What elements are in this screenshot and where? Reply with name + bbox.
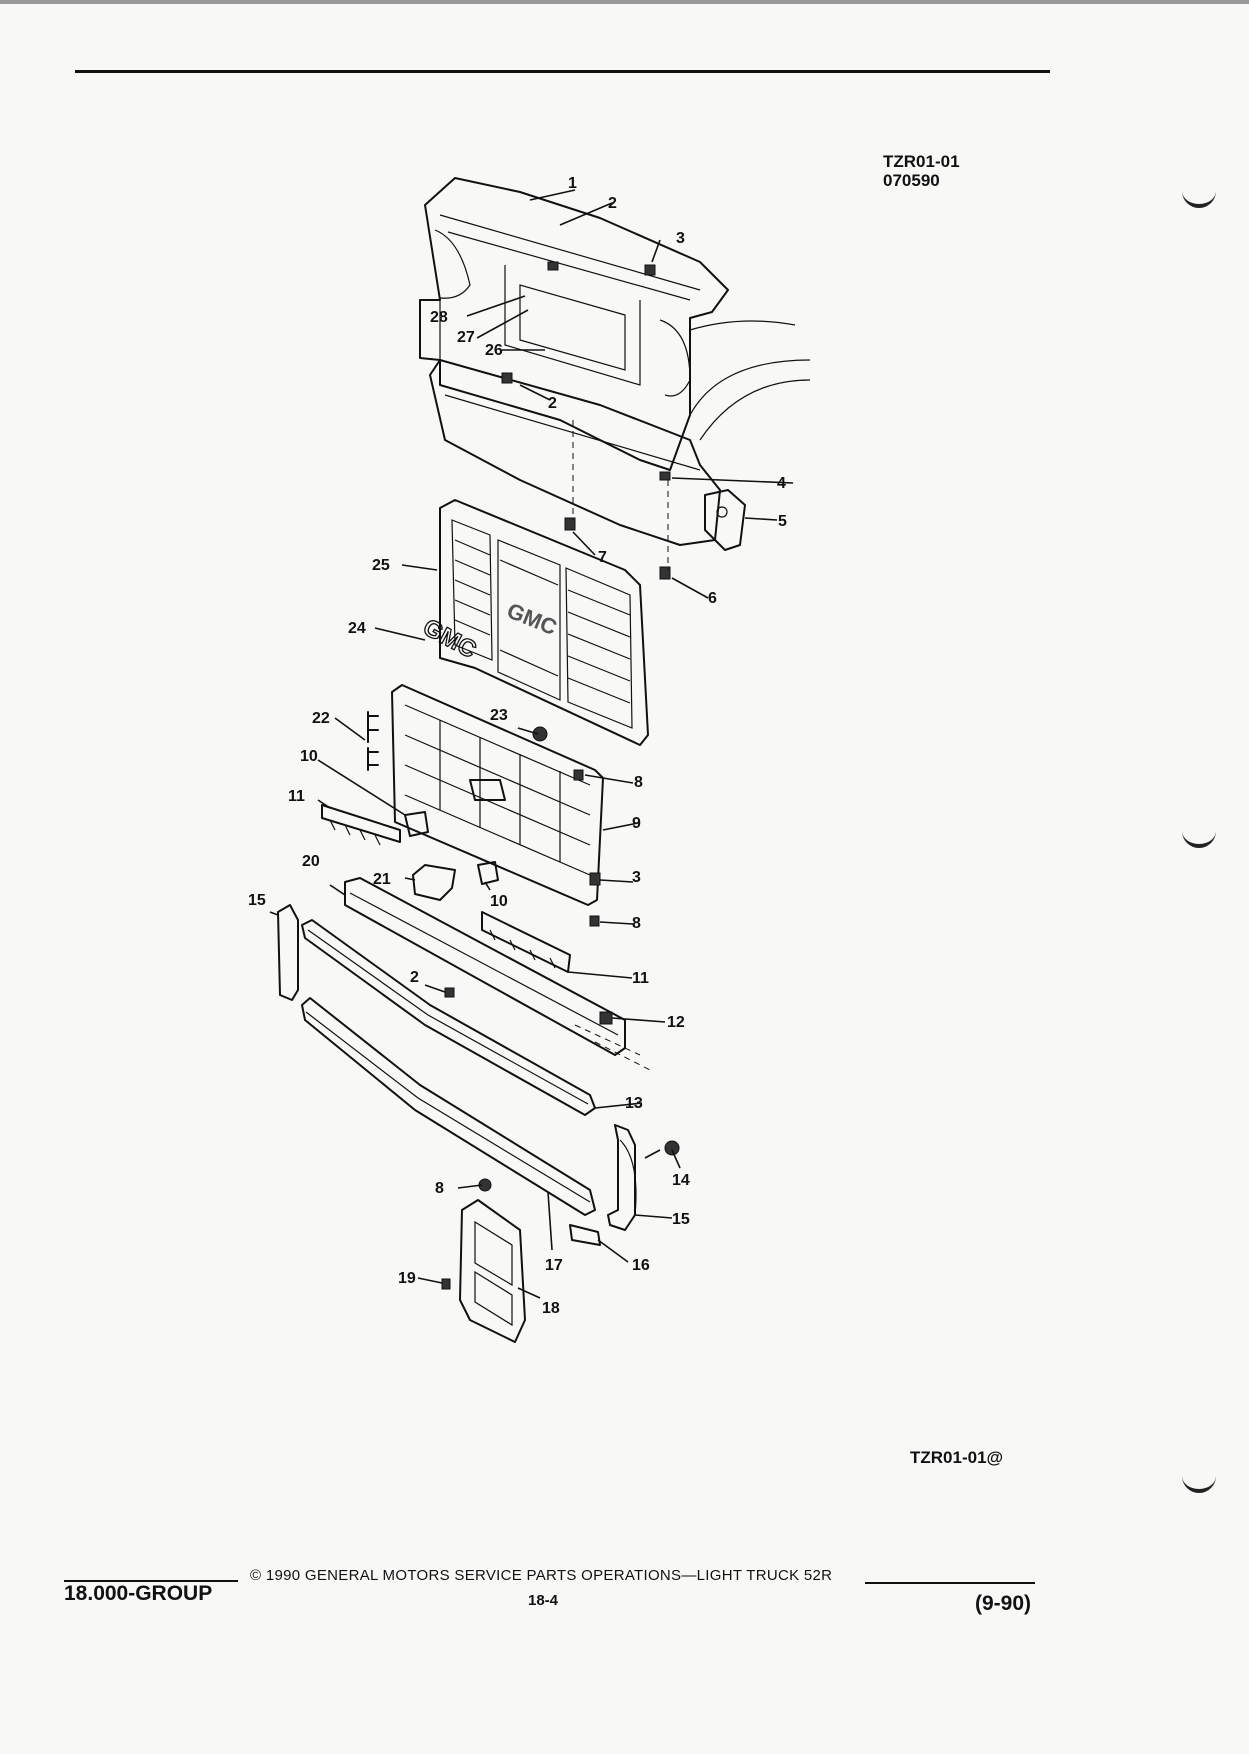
- callout-27: 27: [457, 329, 475, 346]
- molding-17: [301, 997, 596, 1216]
- callout-19: 19: [398, 1270, 416, 1287]
- callout-17: 17: [545, 1257, 563, 1274]
- insert-10-lower: [477, 861, 499, 885]
- emblem-21: [412, 864, 456, 901]
- callout-23: 23: [490, 707, 508, 724]
- callout-12: 12: [667, 1014, 685, 1031]
- callout-11-lower: 11: [632, 970, 649, 987]
- clips-22: [367, 711, 379, 771]
- callout-9: 9: [632, 815, 641, 832]
- callout-4: 4: [777, 475, 786, 492]
- callout-15-left: 15: [248, 892, 266, 909]
- callout-14: 14: [672, 1172, 690, 1189]
- molding-11-upper: [321, 804, 401, 846]
- callout-24: 24: [348, 620, 366, 637]
- emblem-logo-text: GMC: [419, 614, 481, 664]
- footer-page-number: 18-4: [528, 1592, 559, 1609]
- callout-25: 25: [372, 557, 390, 574]
- footer-rule-left: [64, 1580, 238, 1582]
- headlamp-bezel-18: [459, 1199, 526, 1343]
- callout-10-lower: 10: [490, 893, 508, 910]
- callout-16: 16: [632, 1257, 650, 1274]
- callout-2-top: 2: [608, 195, 617, 212]
- footer-group-label: 18.000-GROUP: [64, 1582, 213, 1605]
- callout-8-upper: 8: [634, 774, 643, 791]
- callout-28: 28: [430, 309, 448, 326]
- footer-revision-date: (9-90): [975, 1592, 1032, 1615]
- callout-3-lower: 3: [632, 869, 641, 886]
- callout-26: 26: [485, 342, 503, 359]
- callout-6: 6: [708, 590, 717, 607]
- callout-15-right: 15: [672, 1211, 690, 1228]
- callout-1: 1: [568, 175, 577, 192]
- callout-18: 18: [542, 1300, 560, 1317]
- callout-21: 21: [373, 871, 391, 888]
- diagram-reference-code-bottom: TZR01-01@: [910, 1448, 1004, 1467]
- binder-hole-mark-bottom: [1182, 1475, 1216, 1493]
- footer-rule-right: [865, 1582, 1035, 1584]
- callout-3-top: 3: [676, 230, 685, 247]
- filler-16: [569, 1224, 601, 1246]
- callout-labels: 1 2 3 28 27 26 2 4 5 7 6 25 24 23 22 10 …: [248, 175, 787, 1317]
- radiator-support: [419, 177, 811, 546]
- footer-copyright: © 1990 GENERAL MOTORS SERVICE PARTS OPER…: [250, 1567, 833, 1584]
- emblem-24: GMC: [418, 613, 481, 664]
- filler-panel-20: [344, 877, 626, 1056]
- callout-20: 20: [302, 853, 320, 870]
- callout-8-middle: 8: [632, 915, 641, 932]
- callout-2-mid: 2: [548, 395, 557, 412]
- callout-11-upper: 11: [288, 788, 305, 805]
- binder-hole-mark-middle: [1182, 830, 1216, 848]
- grille-9: [391, 684, 604, 906]
- bracket-5: [704, 489, 746, 551]
- callout-13: 13: [625, 1095, 643, 1112]
- molding-15-left: [277, 904, 299, 1001]
- callout-5: 5: [778, 513, 787, 530]
- callout-10-upper: 10: [300, 748, 318, 765]
- header-rule: [75, 70, 1050, 73]
- grille-logo-text: GMC: [503, 598, 560, 640]
- molding-11-lower: [481, 911, 571, 973]
- leader-lines: [269, 189, 794, 1299]
- dashed-guides: [572, 420, 669, 1071]
- callout-8-lower: 8: [435, 1180, 444, 1197]
- callout-22: 22: [312, 710, 330, 727]
- page-top-edge: [0, 0, 1249, 4]
- molding-15-right: [607, 1124, 637, 1231]
- binder-hole-mark-top: [1182, 190, 1216, 208]
- diagram-reference-code: TZR01-01 070590: [883, 152, 960, 190]
- grille-25: GMC: [439, 499, 649, 746]
- callout-7: 7: [598, 549, 607, 566]
- insert-10-upper: [404, 811, 429, 837]
- reference-code-line1: TZR01-01: [883, 152, 960, 171]
- callout-2-lower: 2: [410, 969, 419, 986]
- reference-code-line2: 070590: [883, 171, 940, 190]
- molding-13: [301, 919, 596, 1116]
- small-parts: [441, 261, 680, 1290]
